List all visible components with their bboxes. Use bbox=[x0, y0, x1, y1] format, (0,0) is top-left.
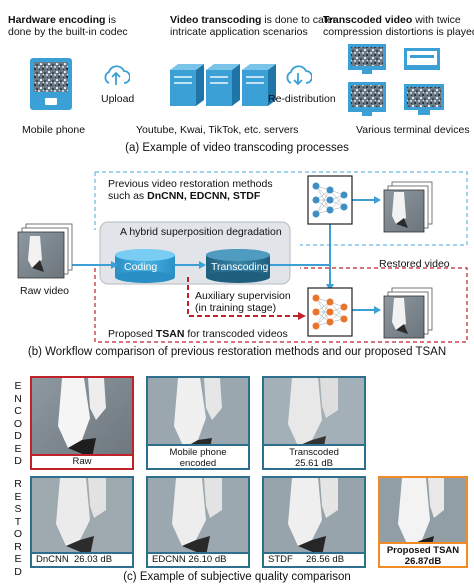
vertical-letter: O bbox=[13, 417, 23, 430]
upload-cloud-icon bbox=[104, 65, 130, 85]
vertical-letter: R bbox=[14, 540, 22, 553]
edcnn-label: EDCNN 26.10 dB bbox=[148, 552, 248, 566]
vertical-letter: E bbox=[14, 442, 22, 455]
mobile-phone-icon bbox=[30, 58, 72, 110]
vertical-letter: S bbox=[14, 503, 22, 515]
edcnn-image bbox=[148, 478, 248, 566]
vertical-letter: D bbox=[14, 430, 22, 442]
stdf-image bbox=[264, 478, 364, 566]
upload-label: Upload bbox=[101, 93, 135, 105]
vertical-letter: E bbox=[14, 553, 22, 565]
raw-frame: Raw bbox=[30, 376, 134, 470]
stdf-label: STDF 26.56 dB bbox=[264, 552, 364, 566]
restored-video-label: Restored video bbox=[379, 258, 450, 270]
caption-c: (c) Example of subjective quality compar… bbox=[123, 571, 351, 583]
raw-label: Raw bbox=[32, 454, 132, 468]
vertical-letter: C bbox=[14, 405, 22, 417]
vertical-letter: R bbox=[14, 478, 22, 490]
workflow-diagram bbox=[17, 171, 468, 343]
vertical-letter: N bbox=[14, 392, 22, 405]
hybrid-degradation-label: A hybrid superposition degradation bbox=[120, 226, 282, 238]
redistribution-label: Re-distribution bbox=[268, 93, 336, 105]
dncnn-label: DnCNN 26.03 dB bbox=[32, 552, 132, 566]
vertical-letter: E bbox=[14, 380, 22, 392]
caption-b: (b) Workflow comparison of previous rest… bbox=[27, 346, 447, 358]
terminal-devices-icon bbox=[348, 44, 444, 116]
raw-video-label: Raw video bbox=[20, 285, 70, 297]
download-cloud-icon bbox=[286, 65, 312, 86]
dncnn-image bbox=[32, 478, 132, 566]
terminals-label: Various terminal devices bbox=[356, 124, 470, 136]
tsan-image bbox=[380, 478, 466, 566]
edcnn-frame: EDCNN 26.10 dB bbox=[146, 476, 250, 568]
aux-supervision-label: Auxiliary supervision (in training stage… bbox=[195, 290, 291, 314]
servers-label: Youtube, Kwai, TikTok, etc. servers bbox=[136, 124, 299, 136]
raw-image bbox=[32, 378, 132, 468]
video-transcoding-text: Video transcoding is done to cater intri… bbox=[170, 14, 337, 38]
proposed-tsan-text: Proposed TSAN for transcoded videos bbox=[108, 328, 288, 340]
server-stack-icon bbox=[170, 64, 276, 106]
dncnn-frame: DnCNN 26.03 dB bbox=[30, 476, 134, 568]
hw-encoding-text: Hardware encoding is done by the built-i… bbox=[8, 14, 128, 38]
vertical-letter: O bbox=[13, 528, 23, 540]
caption-a: (a) Example of video transcoding process… bbox=[125, 142, 349, 154]
previous-methods-text: Previous video restoration methods such … bbox=[108, 178, 273, 202]
vertical-letter: E bbox=[14, 490, 22, 503]
vertical-letter: T bbox=[14, 515, 22, 528]
transcoded-video-text: Transcoded video with twice compression … bbox=[323, 14, 474, 38]
transcoding-label: Transcoding bbox=[211, 261, 269, 273]
vertical-letter: D bbox=[14, 455, 22, 467]
coding-label: Coding bbox=[124, 261, 158, 273]
stdf-frame: STDF 26.56 dB bbox=[262, 476, 366, 568]
mobile-phone-label: Mobile phone bbox=[22, 124, 86, 136]
vertical-letter: D bbox=[14, 565, 22, 578]
